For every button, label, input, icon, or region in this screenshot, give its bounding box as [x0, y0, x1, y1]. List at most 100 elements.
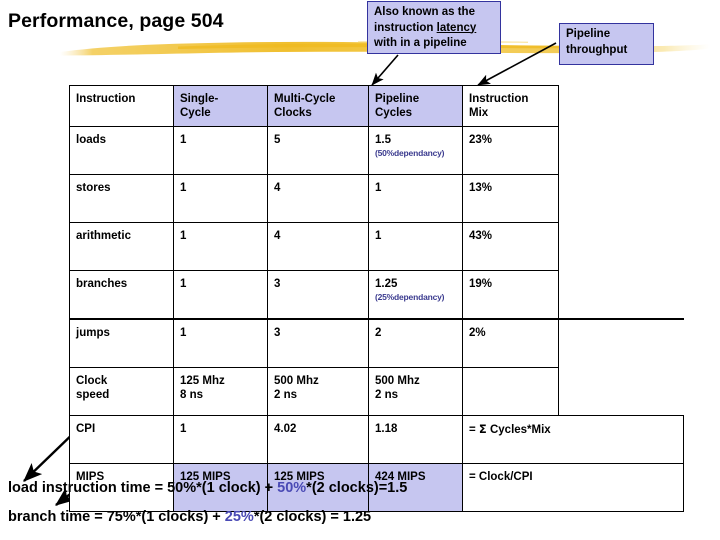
callout-latency-line2-prefix: instruction — [374, 21, 437, 34]
clock-speed-label-l2: speed — [76, 389, 110, 401]
cell-pipeline-cycles: 1 — [368, 174, 463, 223]
cell-pipeline-cycles: 1 — [368, 222, 463, 271]
header-instruction-label: Instruction — [76, 93, 136, 105]
callout-throughput-line1: Pipeline — [566, 28, 611, 40]
cell-instruction: loads — [69, 126, 174, 175]
cell-mips-pipeline: 424 MIPS — [368, 463, 463, 512]
cell-single-cycle: 1 — [173, 270, 268, 320]
row-spacer — [559, 368, 684, 416]
cell-pipeline-cycles: 2 — [368, 318, 463, 368]
cpi-formula-pre: = — [469, 424, 479, 436]
cell-multi-cycle: 4 — [267, 222, 369, 271]
eq-load-pre: load instruction time = 50%*(1 clock) + — [8, 480, 278, 496]
header-pipeline-l1: Pipeline — [375, 93, 420, 105]
cell-pipeline-value: 1.25 — [375, 278, 398, 290]
row-spacer — [558, 270, 684, 320]
cell-single-cycle: 1 — [173, 318, 268, 368]
clock-single-l1: 125 Mhz — [180, 375, 225, 387]
header-multi-cycle-l2: Clocks — [274, 107, 312, 119]
table-row: loads 1 5 1.5 (50%dependancy) 23% — [69, 126, 684, 175]
cell-instruction: branches — [69, 270, 174, 320]
clock-speed-label-l1: Clock — [76, 375, 108, 387]
cpi-formula-post: Cycles*Mix — [486, 424, 551, 436]
cell-pipeline-cycles: 1.5 (50%dependancy) — [368, 126, 463, 175]
equation-branch-time: branch time = 75%*(1 clocks) + 25%*(2 cl… — [8, 509, 371, 525]
clock-pipeline-l2: 2 ns — [375, 389, 399, 401]
sigma-icon: Σ — [478, 422, 487, 436]
cell-pipeline-cycles: 1.25 (25%dependancy) — [368, 270, 463, 320]
eq-load-post: *(2 clocks)=1.5 — [306, 480, 408, 496]
cell-instruction: stores — [69, 174, 174, 223]
header-single-cycle-l2: Cycle — [180, 107, 211, 119]
cell-cpi-single: 1 — [173, 415, 268, 464]
cell-pipeline-note: (50%dependancy) — [375, 148, 445, 158]
cell-instruction-mix: 43% — [462, 222, 559, 271]
cell-mips-formula: = Clock/CPI — [462, 463, 684, 512]
cell-pipeline-value: 1 — [375, 182, 382, 194]
cell-multi-cycle: 3 — [267, 270, 369, 320]
header-mix-l1: Instruction — [469, 93, 529, 105]
cell-clock-speed-formula — [462, 367, 559, 416]
table-row-cpi: CPI 1 4.02 1.18 = Σ Cycles*Mix — [69, 415, 684, 464]
table-row: jumps 1 3 2 2% — [69, 318, 684, 368]
cell-cpi-multi: 4.02 — [267, 415, 369, 464]
header-pipeline-l2: Cycles — [375, 107, 413, 119]
clock-single-l2: 8 ns — [180, 389, 204, 401]
table-row-mips: MIPS 125 MIPS 125 MIPS 424 MIPS = Clock/… — [69, 463, 684, 512]
header-instruction: Instruction — [69, 85, 174, 127]
cell-instruction-mix: 19% — [462, 270, 559, 320]
eq-branch-pre: branch time = 75%*(1 clocks) + — [8, 509, 225, 525]
row-spacer — [559, 175, 684, 223]
row-spacer — [559, 223, 684, 271]
cell-multi-cycle: 5 — [267, 126, 369, 175]
callout-latency-line3: with in a pipeline — [374, 37, 467, 49]
eq-load-highlight: 50% — [277, 480, 307, 496]
cell-instruction-mix: 2% — [462, 318, 559, 368]
callout-pipeline-throughput: Pipeline throughput — [559, 23, 654, 65]
header-single-cycle-l1: Single- — [180, 93, 219, 105]
cell-clock-speed-label: Clock speed — [69, 367, 174, 416]
callout-instruction-latency: Also known as the instruction latency wi… — [367, 1, 501, 54]
cell-single-cycle: 1 — [173, 174, 268, 223]
header-spacer — [559, 86, 684, 127]
cell-pipeline-note: (25%dependancy) — [375, 292, 445, 302]
table-row: arithmetic 1 4 1 43% — [69, 222, 684, 271]
cell-single-cycle: 1 — [173, 126, 268, 175]
row-spacer — [559, 127, 684, 175]
cell-pipeline-value: 1 — [375, 230, 382, 242]
header-multi-cycle-l1: Multi-Cycle — [274, 93, 336, 105]
page-title: Performance, page 504 — [8, 10, 224, 32]
cell-mips-multi: 125 MIPS — [267, 463, 369, 512]
header-mix-l2: Mix — [469, 107, 489, 119]
callout-throughput-line2: throughput — [566, 43, 628, 56]
arrow-latency-to-loads — [371, 54, 399, 86]
header-single-cycle: Single- Cycle — [173, 85, 268, 127]
cell-cpi-pipeline: 1.18 — [368, 415, 463, 464]
cell-single-cycle: 1 — [173, 222, 268, 271]
table-row: branches 1 3 1.25 (25%dependancy) 19% — [69, 270, 684, 320]
equation-load-instruction-time: load instruction time = 50%*(1 clock) + … — [8, 480, 407, 496]
cell-instruction-mix: 23% — [462, 126, 559, 175]
eq-branch-highlight: 25% — [224, 509, 254, 525]
cell-pipeline-value: 1.5 — [375, 134, 391, 146]
cell-multi-cycle: 4 — [267, 174, 369, 223]
cell-cpi-formula: = Σ Cycles*Mix — [462, 415, 684, 464]
cell-pipeline-value: 2 — [375, 327, 382, 339]
row-spacer — [559, 319, 684, 368]
cell-instruction: arithmetic — [69, 222, 174, 271]
cell-instruction: jumps — [69, 318, 174, 368]
cell-instruction-mix: 13% — [462, 174, 559, 223]
cell-multi-cycle: 3 — [267, 318, 369, 368]
cell-mips-single: 125 MIPS — [173, 463, 268, 512]
clock-multi-l2: 2 ns — [274, 389, 298, 401]
callout-latency-keyword: latency — [436, 21, 477, 34]
cell-clock-speed-single: 125 Mhz 8 ns — [173, 367, 268, 416]
